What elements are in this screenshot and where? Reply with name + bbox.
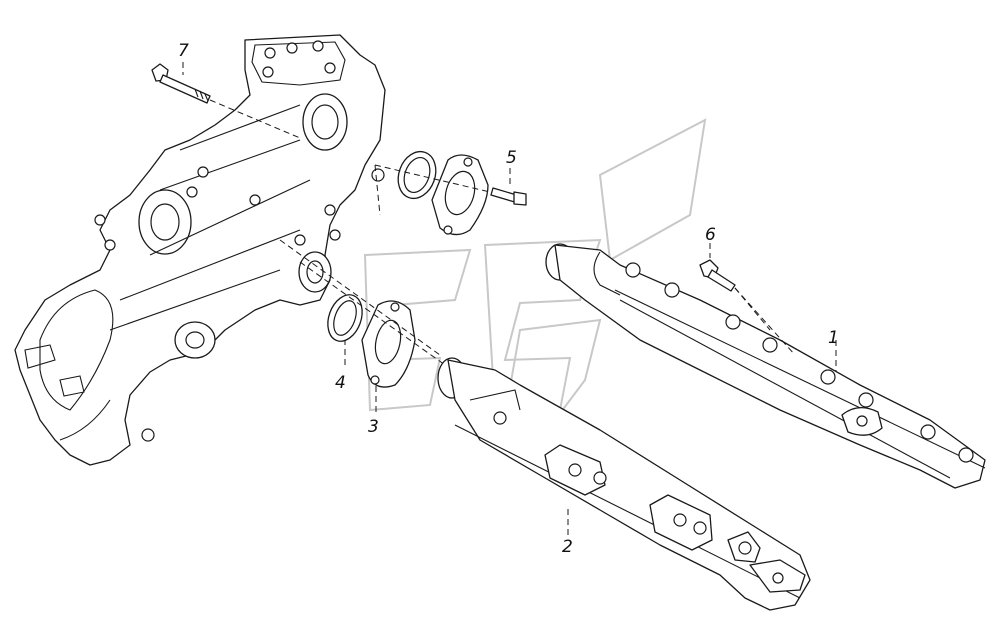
manifold-2 — [437, 357, 811, 611]
bolt-6 — [699, 259, 796, 356]
bolt-7 — [151, 63, 301, 139]
callout-3: 3 — [368, 417, 379, 437]
callout-2: 2 — [562, 537, 573, 557]
flange-3 — [279, 239, 456, 388]
engine-front-housing — [14, 34, 386, 466]
callout-5: 5 — [506, 148, 517, 168]
callout-4: 4 — [335, 373, 346, 393]
upper-flange — [431, 154, 489, 236]
seal-ring-4 — [327, 294, 363, 342]
callout-1: 1 — [828, 328, 839, 348]
callout-7: 7 — [178, 41, 189, 61]
callout-6: 6 — [705, 225, 716, 245]
bolt-5 — [374, 164, 527, 216]
manifold-1 — [545, 243, 986, 489]
leader-lines — [182, 62, 837, 535]
